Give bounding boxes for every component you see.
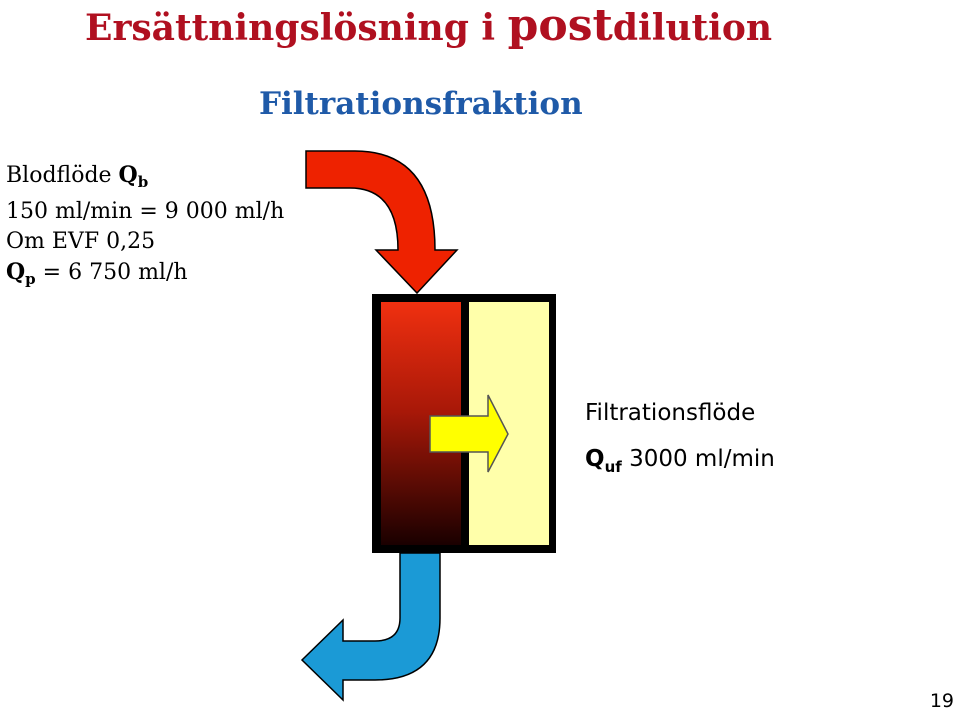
ultrafiltration-info: Filtrationsflöde Quf 3000 ml/min	[585, 390, 775, 490]
plasma-flow-line: Qp = 6 750 ml/h	[6, 257, 284, 294]
blood-flow-symbol: Q	[118, 162, 138, 188]
ultrafiltration-label: Filtrationsflöde	[585, 400, 756, 426]
plasma-flow-value: = 6 750 ml/h	[35, 260, 188, 285]
ultrafiltration-symbol: Q	[585, 446, 605, 472]
filtration-arrow	[429, 394, 509, 473]
plasma-flow-symbol: Q	[6, 259, 26, 285]
blood-flow-label: Blodflöde	[6, 163, 119, 188]
blood-flow-line: Blodflöde Qb	[6, 160, 284, 197]
plasma-flow-symbol-sub: p	[25, 270, 36, 288]
evf-value: Om EVF 0,25	[6, 229, 156, 254]
ultrafiltration-line: Quf 3000 ml/min	[585, 436, 775, 490]
blood-flow-rate: 150 ml/min = 9 000 ml/h	[6, 199, 285, 224]
ultrafiltration-symbol-sub: uf	[604, 458, 622, 476]
title-part-1: Ersättningslösning i	[85, 7, 508, 49]
blood-flow-symbol-sub: b	[137, 173, 149, 191]
slide-subtitle: Filtrationsfraktion	[259, 86, 583, 122]
title-part-2: post	[507, 0, 613, 51]
page-number: 19	[929, 690, 954, 712]
ultrafiltration-value: 3000 ml/min	[621, 446, 775, 472]
slide-title: Ersättningslösning i postdilution	[85, 0, 772, 51]
inflow-arrow	[305, 150, 459, 295]
outflow-arrow	[300, 552, 441, 702]
title-part-3: dilution	[612, 7, 773, 49]
blood-flow-info: Blodflöde Qb 150 ml/min = 9 000 ml/h Om …	[6, 160, 284, 294]
